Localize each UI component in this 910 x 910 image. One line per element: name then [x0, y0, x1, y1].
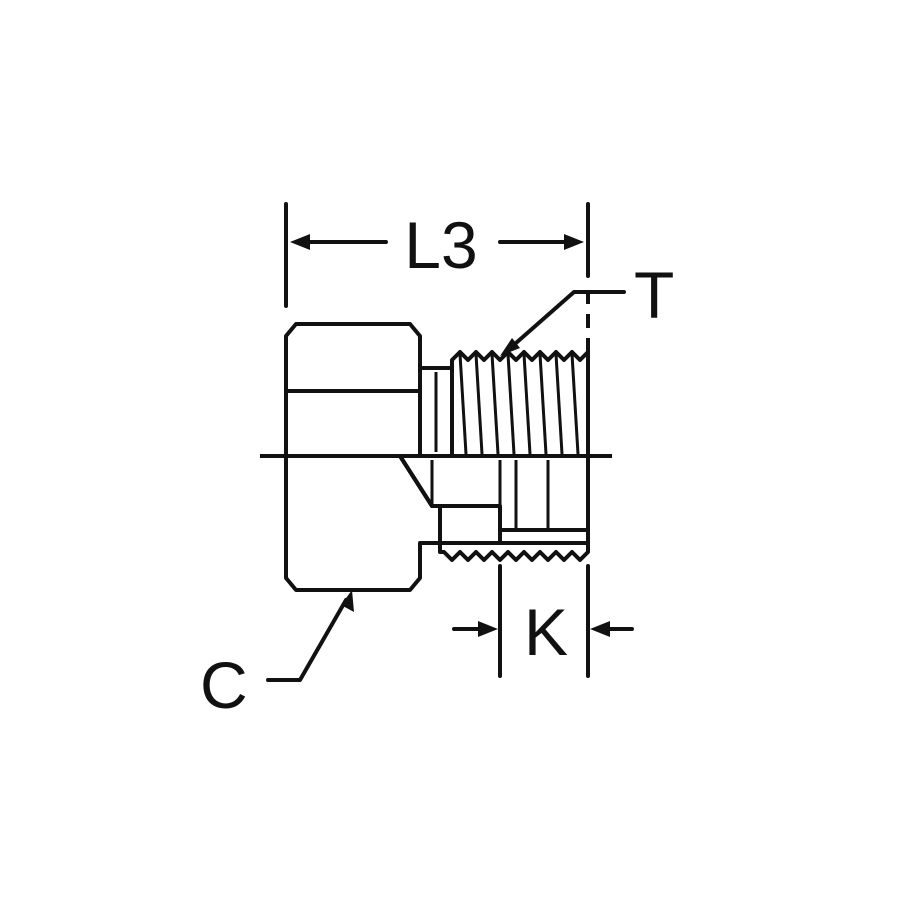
thread-crest-line [522, 353, 532, 455]
hex-section [284, 454, 442, 592]
label-t: T [634, 258, 674, 332]
thread-crest-line [458, 353, 468, 455]
arrow-k-right-icon [590, 621, 610, 637]
arrow-k-left-icon [478, 621, 498, 637]
thread-crest-line [570, 353, 580, 455]
leader-c: C [200, 590, 354, 722]
leader-t: T [500, 258, 674, 356]
label-c: C [200, 648, 248, 722]
arrow-right-icon [564, 234, 584, 250]
arrow-left-icon [290, 234, 310, 250]
hex-middle-face [284, 389, 422, 458]
internal-bore [398, 454, 590, 545]
thread-crest-line [474, 353, 484, 455]
thread-crest-line [506, 353, 516, 455]
label-l3: L3 [404, 208, 477, 282]
thread-exterior [450, 350, 590, 458]
arrow-c-icon [341, 590, 354, 612]
hex-top-face [284, 322, 422, 393]
arrow-t-icon [500, 338, 520, 356]
thread-section [438, 541, 590, 562]
thread-crest-line [490, 353, 500, 455]
dimension-l3: L3 [284, 202, 590, 308]
label-k: K [524, 595, 568, 669]
thread-crest-line [538, 353, 548, 455]
dimension-k: K [452, 564, 634, 678]
thread-crest-line [554, 353, 564, 455]
